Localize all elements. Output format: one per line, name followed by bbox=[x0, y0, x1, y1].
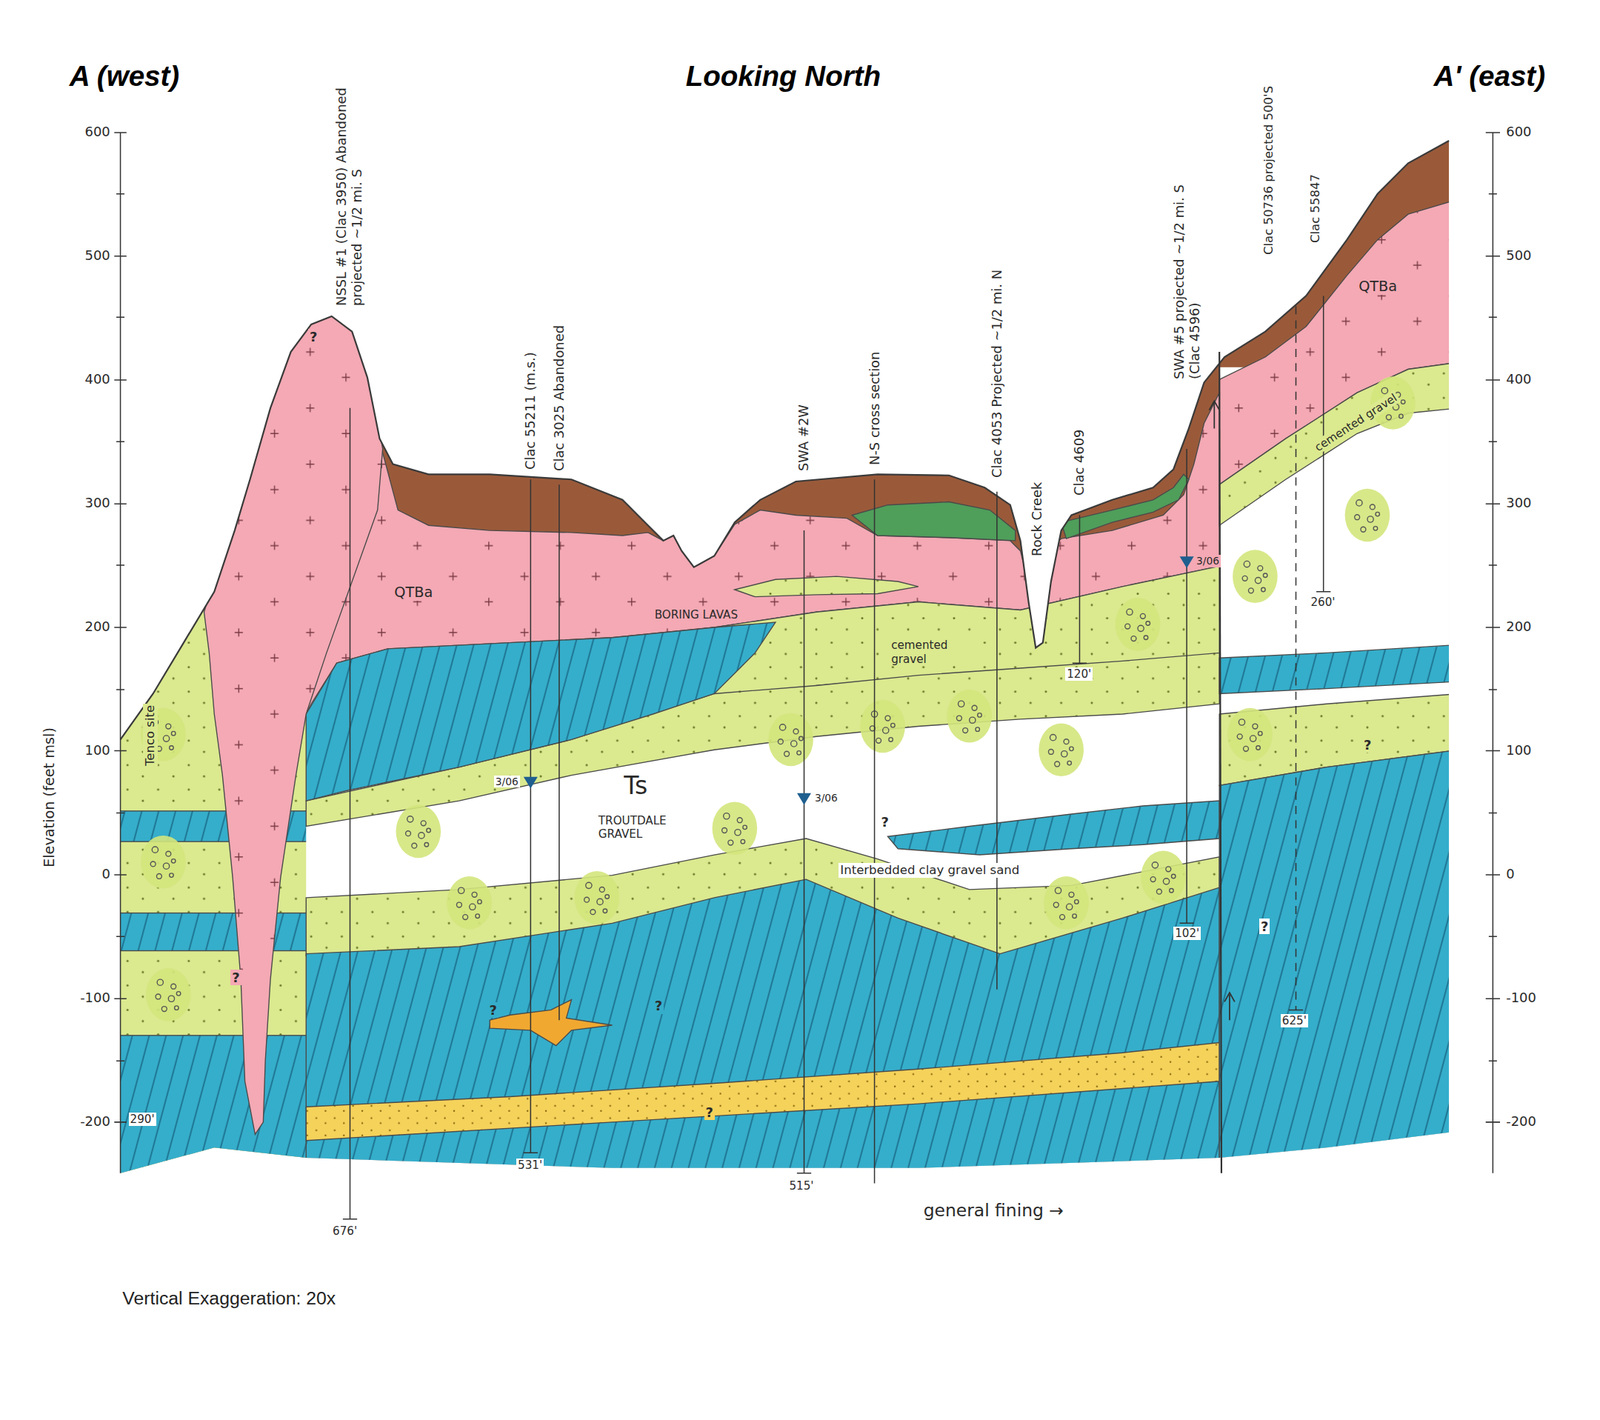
water-date: 3/06 bbox=[813, 791, 840, 805]
axis-value: -100 bbox=[1505, 989, 1537, 1006]
axis-value: 500 bbox=[1505, 247, 1532, 263]
depth-label: 625' bbox=[1280, 1014, 1309, 1028]
axis-value: 300 bbox=[1505, 494, 1532, 511]
axis-value: 300 bbox=[85, 494, 111, 511]
depth-label: 676' bbox=[332, 1224, 358, 1238]
note: general fining → bbox=[923, 1200, 1064, 1221]
section-end: A' (east) bbox=[1433, 59, 1546, 94]
section-end: A (west) bbox=[69, 59, 180, 94]
axis-value: 600 bbox=[1505, 123, 1532, 140]
axis-value: 400 bbox=[1505, 371, 1532, 387]
query-mark: ? bbox=[1259, 918, 1270, 935]
axis-value: -100 bbox=[80, 989, 111, 1006]
well-label: N-S cross section bbox=[866, 351, 883, 466]
query-mark: ? bbox=[1362, 737, 1373, 753]
well-label: Clac 3025 Abandoned bbox=[551, 325, 567, 472]
axis-value: 100 bbox=[1505, 742, 1532, 758]
axis-value: -200 bbox=[1505, 1113, 1537, 1129]
well-label: Clac 50736 projected 500'S bbox=[1261, 76, 1277, 255]
query-mark: ? bbox=[879, 814, 890, 830]
axis-value: 200 bbox=[1505, 618, 1532, 635]
unit-label: BORING LAVAS bbox=[653, 608, 740, 622]
axis-value: 0 bbox=[101, 865, 110, 882]
well-label: SWA #2W bbox=[795, 404, 812, 472]
axis-value: 0 bbox=[1505, 865, 1515, 882]
well-label: Tenco site bbox=[142, 703, 158, 768]
caption: Vertical Exaggeration: 20x bbox=[122, 1287, 336, 1310]
axis-value: 400 bbox=[85, 371, 111, 387]
unit-label: cemented gravel bbox=[889, 638, 975, 666]
well-label: NSSL #1 (Clac 3950) Abandoned projected … bbox=[333, 45, 366, 306]
axis-value: 600 bbox=[85, 123, 111, 140]
unit-label: QTBa bbox=[1357, 277, 1399, 295]
depth-label: 120' bbox=[1065, 667, 1093, 681]
unit-label: QTBa bbox=[392, 583, 435, 601]
creek-label: Rock Creek bbox=[1028, 481, 1045, 556]
water-date: 3/06 bbox=[494, 775, 520, 789]
query-mark: ? bbox=[487, 1002, 498, 1018]
unit-label: cemented gravel bbox=[1311, 390, 1401, 455]
query-mark: ? bbox=[704, 1104, 715, 1120]
well-label: Clac 4053 Projected ~1/2 mi. N bbox=[988, 269, 1005, 478]
depth-label: 260' bbox=[1308, 595, 1337, 609]
axis-value: 100 bbox=[85, 742, 111, 758]
well-label: Clac 55847 bbox=[1308, 174, 1323, 243]
unit-label: Interbedded clay gravel sand bbox=[838, 862, 1021, 878]
unit-label: Ts bbox=[622, 771, 649, 801]
axis-title: Elevation (feet msl) bbox=[40, 727, 58, 868]
view-title: Looking North bbox=[685, 59, 881, 94]
well-label: SWA #5 projected ~1/2 mi. S (Clac 4596) bbox=[1171, 150, 1203, 380]
well-label: Clac 55211 (m.s.) bbox=[522, 351, 538, 470]
query-mark: ? bbox=[308, 328, 319, 345]
axis-value: 200 bbox=[85, 618, 111, 635]
query-mark: ? bbox=[653, 997, 664, 1014]
water-date: 3/06 bbox=[1194, 554, 1221, 568]
query-mark: ? bbox=[230, 969, 241, 986]
unit-label: TROUTDALE GRAVEL bbox=[597, 814, 703, 841]
depth-label: 531' bbox=[516, 1158, 544, 1172]
depth-label: 515' bbox=[787, 1179, 815, 1193]
axis-value: -200 bbox=[80, 1113, 111, 1129]
well-label: Clac 4609 bbox=[1071, 429, 1087, 496]
axis-value: 500 bbox=[85, 247, 111, 263]
depth-label: 102' bbox=[1173, 926, 1201, 940]
depth-label: 290' bbox=[128, 1112, 157, 1126]
